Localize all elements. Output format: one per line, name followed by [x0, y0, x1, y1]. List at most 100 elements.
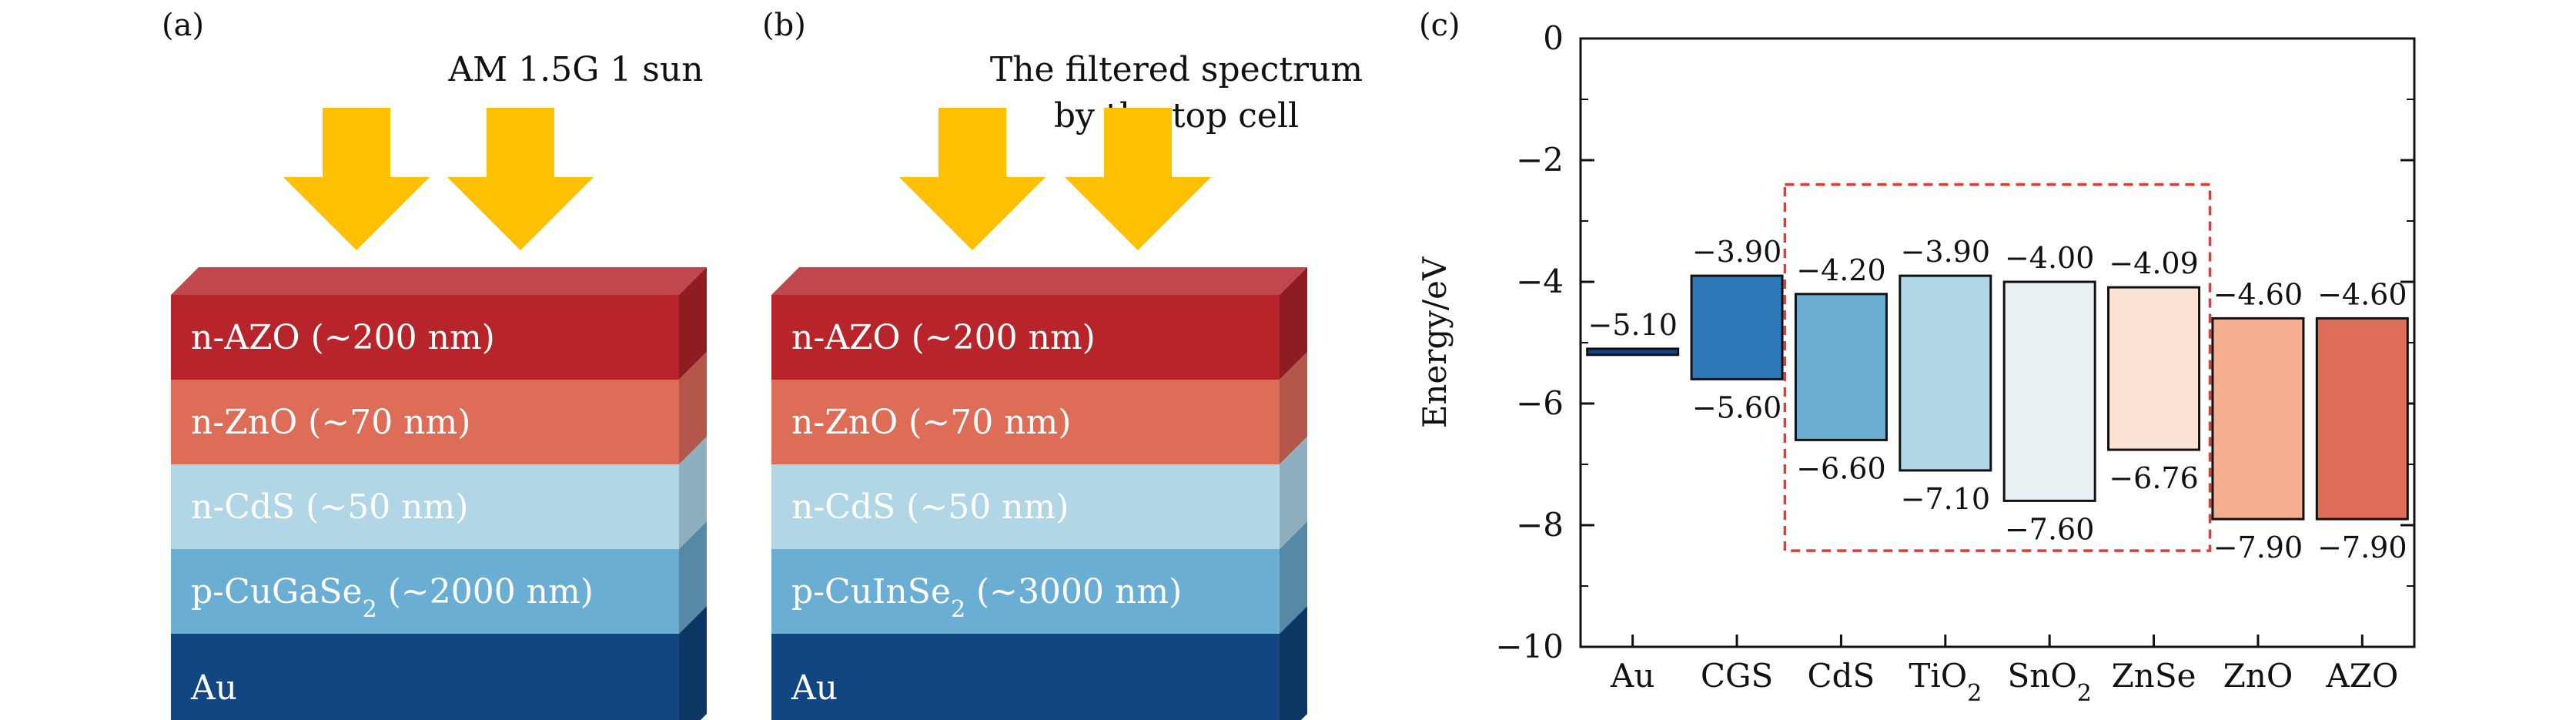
y-tick-label: −6: [1516, 384, 1564, 422]
stack-top-face: [771, 267, 1307, 295]
panel-label: (a): [162, 8, 204, 43]
bottom-value-label: −5.60: [1692, 390, 1781, 424]
layer-side: [679, 521, 707, 634]
top-value-label: −4.60: [2317, 277, 2407, 311]
y-axis-title: Energy/eV: [1416, 256, 1454, 428]
layer-front: [771, 464, 1280, 549]
light-arrow-icon: [1065, 108, 1211, 250]
y-tick-label: −8: [1516, 506, 1564, 544]
category-name: Au: [1610, 657, 1654, 695]
band-bar: [2211, 316, 2305, 521]
bottom-value-label: −7.10: [1901, 482, 1990, 516]
top-value-label: −5.10: [1587, 308, 1677, 342]
illumination-label: The filtered spectrum: [990, 50, 1363, 89]
layer-front: [171, 295, 679, 380]
band-bar: [1794, 293, 1888, 441]
layer-name: Au: [190, 668, 237, 708]
x-tick-label: SnO2: [2008, 657, 2092, 707]
illumination-label: AM 1.5G 1 sun: [447, 50, 703, 89]
panel-label: (c): [1419, 8, 1460, 43]
layer-subscript: 2: [951, 596, 965, 623]
layer-name: Au: [791, 668, 838, 708]
band-bar: [1690, 274, 1784, 380]
top-value-label: −3.90: [1901, 235, 1990, 269]
layer-front: [171, 634, 679, 720]
layer-side: [1280, 521, 1307, 634]
layer-front: [771, 549, 1280, 634]
top-value-label: −4.09: [2109, 246, 2198, 280]
layer-front: [771, 380, 1280, 464]
top-value-label: −4.00: [2005, 241, 2094, 275]
layer-name: p-CuGaSe: [191, 572, 363, 611]
x-tick-label: CdS: [1808, 657, 1875, 695]
bottom-value-label: −6.76: [2109, 461, 2198, 495]
layer-side: [679, 352, 707, 464]
layer-name: n-AZO (∼200 nm): [191, 318, 495, 357]
layer-label: n-AZO (∼200 nm): [791, 318, 1096, 357]
x-tick-label: Au: [1610, 657, 1654, 695]
layer-label: n-ZnO (∼70 nm): [191, 403, 470, 442]
x-tick-label: AZO: [2325, 657, 2398, 695]
category-subscript: 2: [1967, 680, 1982, 707]
panel-a-device-stack: (a) AM 1.5G 1 sun n-AZO (∼200 nm) n-ZnO (∼7…: [162, 8, 707, 720]
top-value-label: −4.20: [1796, 253, 1885, 287]
panel-b-device-stack: (b) The filtered spectrum by the top cell n…: [762, 8, 1363, 720]
layer-thickness: (∼3000 nm): [965, 572, 1182, 611]
layer-label: n-CdS (∼50 nm): [791, 487, 1069, 527]
layer-label: Au: [190, 668, 237, 708]
highlight-box: [1783, 183, 2212, 552]
layer-label: Au: [791, 668, 838, 708]
y-tick-label: −2: [1516, 141, 1564, 179]
layer-front: [171, 380, 679, 464]
layer-side: [1280, 352, 1307, 464]
light-arrow-icon: [283, 108, 430, 250]
layer-name: n-ZnO (∼70 nm): [791, 403, 1071, 442]
layer-name: n-CdS (∼50 nm): [191, 487, 468, 527]
layer-front: [771, 295, 1280, 380]
layer-label: p-CuInSe2 (∼3000 nm): [791, 572, 1182, 623]
category-name: AZO: [2325, 657, 2398, 695]
layer-label: p-CuGaSe2 (∼2000 nm): [191, 572, 594, 623]
bottom-value-label: −6.60: [1796, 451, 1885, 485]
band-bar: [2002, 280, 2096, 502]
light-arrow-icon: [447, 108, 594, 250]
category-name: CGS: [1701, 657, 1773, 695]
y-tick-label: 0: [1543, 19, 1564, 57]
layer-side: [1280, 267, 1307, 380]
layer-side: [679, 267, 707, 380]
stack-top-face: [171, 267, 707, 295]
category-name: CdS: [1808, 657, 1875, 695]
panel-label: (b): [762, 8, 806, 43]
band-bar: [1586, 347, 1680, 357]
layer-side: [679, 437, 707, 549]
top-value-label: −4.60: [2213, 277, 2303, 311]
layer-thickness: (∼2000 nm): [377, 572, 594, 611]
category-name: ZnSe: [2112, 657, 2196, 695]
layer-side: [679, 606, 707, 720]
y-tick-label: −4: [1516, 263, 1564, 300]
layer-side: [1280, 437, 1307, 549]
illumination-label: by the top cell: [1054, 96, 1299, 136]
category-name: SnO: [2008, 657, 2077, 695]
bottom-value-label: −7.90: [2317, 531, 2407, 564]
layer-name: n-CdS (∼50 nm): [791, 487, 1069, 527]
x-tick-label: ZnSe: [2112, 657, 2196, 695]
x-tick-label: CGS: [1701, 657, 1773, 695]
y-tick-label: −10: [1495, 628, 1564, 665]
layer-name: n-AZO (∼200 nm): [791, 318, 1096, 357]
top-value-label: −3.90: [1692, 235, 1781, 269]
layer-name: p-CuInSe: [791, 572, 951, 611]
layer-front: [171, 549, 679, 634]
band-bar: [2315, 316, 2409, 521]
layer-label: n-AZO (∼200 nm): [191, 318, 495, 357]
layer-front: [771, 634, 1280, 720]
layer-label: n-ZnO (∼70 nm): [791, 403, 1071, 442]
x-tick-label: TiO2: [1909, 657, 1982, 707]
bottom-value-label: −7.90: [2213, 531, 2303, 564]
category-name: TiO: [1909, 657, 1967, 695]
layer-front: [171, 464, 679, 549]
x-tick-label: ZnO: [2223, 657, 2293, 695]
category-name: ZnO: [2223, 657, 2293, 695]
